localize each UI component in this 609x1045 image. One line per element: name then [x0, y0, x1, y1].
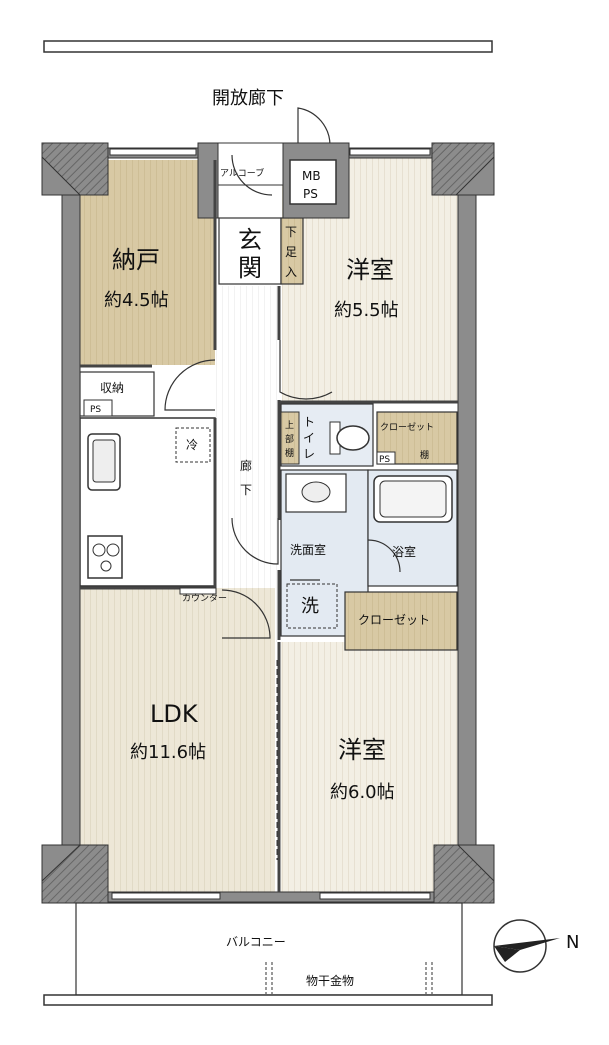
bathroom-label: 浴室	[392, 544, 416, 559]
counter-label: カウンター	[182, 593, 227, 604]
washer-label: 洗	[301, 596, 319, 617]
genkan-char-2: 関	[238, 254, 262, 282]
genkan-char-1: 玄	[238, 226, 262, 254]
ldk-room	[80, 588, 275, 892]
upper-shelf-char-3: 棚	[285, 447, 294, 459]
washbasin-bowl	[301, 481, 331, 503]
upper-shelf	[280, 411, 300, 465]
bottom-railing	[43, 994, 493, 1006]
shoe-char-1: 下	[285, 225, 297, 239]
toilet-bowl	[336, 425, 370, 451]
sink-basin	[92, 439, 116, 483]
door-swings	[164, 154, 401, 639]
counter-bar	[179, 587, 217, 595]
north-label: N	[566, 932, 579, 953]
closet-big	[344, 591, 458, 651]
bathtub-inner	[379, 480, 447, 518]
ps-small-label: PS	[90, 405, 101, 415]
mb-label: MB	[302, 169, 321, 183]
shelf-label: 棚	[420, 449, 429, 461]
windows	[109, 148, 431, 900]
drying-rack-label: 物干金物	[306, 973, 354, 988]
alcove-label: アルコーブ	[220, 167, 264, 179]
nando-name: 納戸	[112, 246, 160, 274]
ps-toilet-box	[376, 451, 396, 465]
upper-shelf-char-2: 部	[285, 433, 294, 445]
yoshitsu-a-size: 約5.5帖	[334, 300, 399, 321]
ps-small-box	[83, 399, 113, 417]
yoshitsu-b-room	[281, 642, 458, 892]
mb-ps-box	[289, 159, 337, 205]
upper-shelf-char-1: 上	[285, 420, 294, 431]
balcony-label: バルコニー	[226, 935, 286, 949]
closet-small-label: クローゼット	[380, 421, 434, 433]
balcony-area	[75, 902, 463, 996]
hallway	[215, 286, 279, 642]
shoe-char-2: 足	[285, 245, 297, 259]
yoshitsu-b-name: 洋室	[338, 736, 386, 764]
washbasin	[285, 473, 347, 513]
compass-icon	[493, 919, 560, 973]
closet-big-label: クローゼット	[358, 613, 430, 627]
stove	[87, 535, 123, 579]
washer-space	[286, 583, 338, 629]
fridge-space	[175, 427, 211, 463]
top-railing	[43, 40, 493, 53]
toilet-char-2: イ	[303, 431, 315, 445]
hall-char-2: 下	[240, 483, 252, 497]
storage-closet	[79, 371, 155, 417]
ldk-size: 約11.6帖	[130, 742, 206, 763]
toilet-char-1: ト	[303, 415, 315, 429]
corner-hatch	[41, 142, 495, 904]
entrance-door	[297, 107, 331, 147]
burner-2	[106, 543, 120, 557]
nando-size: 約4.5帖	[104, 290, 169, 311]
yoshitsu-a-name: 洋室	[346, 256, 394, 284]
burner-3	[100, 560, 112, 572]
fridge-label: 冷	[186, 438, 198, 452]
storage-label: 収納	[100, 381, 124, 395]
ps-toilet-label: PS	[379, 455, 390, 465]
interior-walls	[80, 160, 458, 892]
toilet-char-3: レ	[303, 447, 315, 461]
ldk-name: LDK	[150, 700, 199, 728]
burner-1	[92, 543, 106, 557]
washroom-label: 洗面室	[290, 542, 326, 557]
alcove	[217, 142, 284, 186]
yoshitsu-b-size: 約6.0帖	[330, 782, 395, 803]
hall-char-1: 廊	[240, 458, 252, 473]
open-corridor-label: 開放廊下	[212, 88, 284, 109]
mb-ps-label: PS	[303, 187, 318, 201]
shoe-char-3: 入	[285, 265, 297, 279]
